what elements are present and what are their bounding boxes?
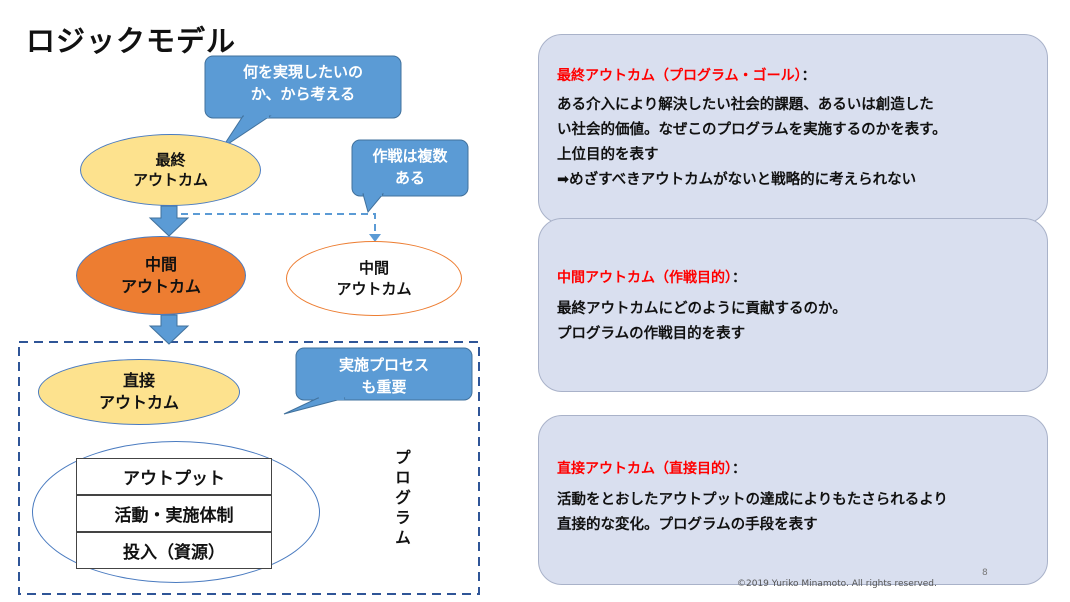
activities-box: 活動・実施体制 (76, 495, 272, 532)
output-box: アウトプット (76, 458, 272, 495)
program-boundary (18, 341, 480, 595)
panel-body: 活動をとおしたアウトプットの達成によりもたさられるより 直接的な変化。プログラム… (557, 492, 948, 533)
panel-heading: 中間アウトカム（作戦目的）： (557, 267, 746, 287)
panel-heading: 最終アウトカム（プログラム・ゴール）： (557, 65, 816, 85)
panel-heading-text: 直接アウトカム（直接目的） (557, 461, 732, 477)
diagram-connectors (18, 55, 480, 595)
panel-heading: 直接アウトカム（直接目的）： (557, 458, 746, 478)
arrow-intermediate-to-direct (148, 314, 190, 345)
panel-heading-colon: ： (801, 68, 816, 84)
panel-heading-text: 最終アウトカム（プログラム・ゴール） (557, 68, 802, 84)
panel-body: 最終アウトカムにどのように貢献するのか。 プログラムの作戦目的を表す (557, 301, 847, 342)
callout-text-what-to-achieve: 何を実現したいの か、から考える (242, 63, 363, 103)
callout-text-process-important: 実施プロセス も重要 (338, 356, 429, 396)
panel-heading-text: 中間アウトカム（作戦目的） (557, 270, 732, 286)
panel-body: ある介入により解決したい社会的課題、あるいは創造した い社会的価値。なぜこのプロ… (557, 97, 947, 188)
callout-text-multiple-strategies: 作戦は複数 ある (372, 147, 448, 187)
panel-heading-colon: ： (732, 270, 746, 286)
final-outcome-node: 最終 アウトカム (80, 134, 261, 206)
callout-process-important (283, 347, 473, 415)
alt-strategy-connector (181, 213, 376, 236)
callout-what-to-achieve (204, 55, 402, 149)
direct-outcome-node: 直接 アウトカム (38, 359, 240, 425)
intermediate-outcome-alt-node: 中間 アウトカム (286, 241, 462, 316)
arrow-final-to-intermediate (148, 205, 190, 237)
slide-title: ロジックモデル (26, 24, 237, 58)
copyright-notice: ©2019 Yuriko Minamoto. All rights reserv… (737, 579, 937, 589)
program-label: プログラム (392, 449, 411, 549)
inputs-box: 投入（資源） (76, 532, 272, 569)
panel-heading-colon: ： (732, 461, 746, 477)
page-number: 8 (982, 568, 988, 578)
alt-strategy-arrowhead (369, 234, 381, 242)
intermediate-outcome-panel: 中間アウトカム（作戦目的）： 最終アウトカムにどのように貢献するのか。 プログラ… (538, 218, 1048, 392)
intermediate-outcome-node: 中間 アウトカム (76, 236, 246, 315)
final-outcome-panel: 最終アウトカム（プログラム・ゴール）： ある介入により解決したい社会的課題、ある… (538, 34, 1048, 224)
direct-outcome-panel: 直接アウトカム（直接目的）： 活動をとおしたアウトプットの達成によりもたさられる… (538, 415, 1048, 585)
callout-multiple-strategies (351, 139, 469, 214)
logic-model-diagram: 何を実現したいの か、から考える 作戦は複数 ある 実施プロセス も重要 最終 … (0, 0, 530, 602)
